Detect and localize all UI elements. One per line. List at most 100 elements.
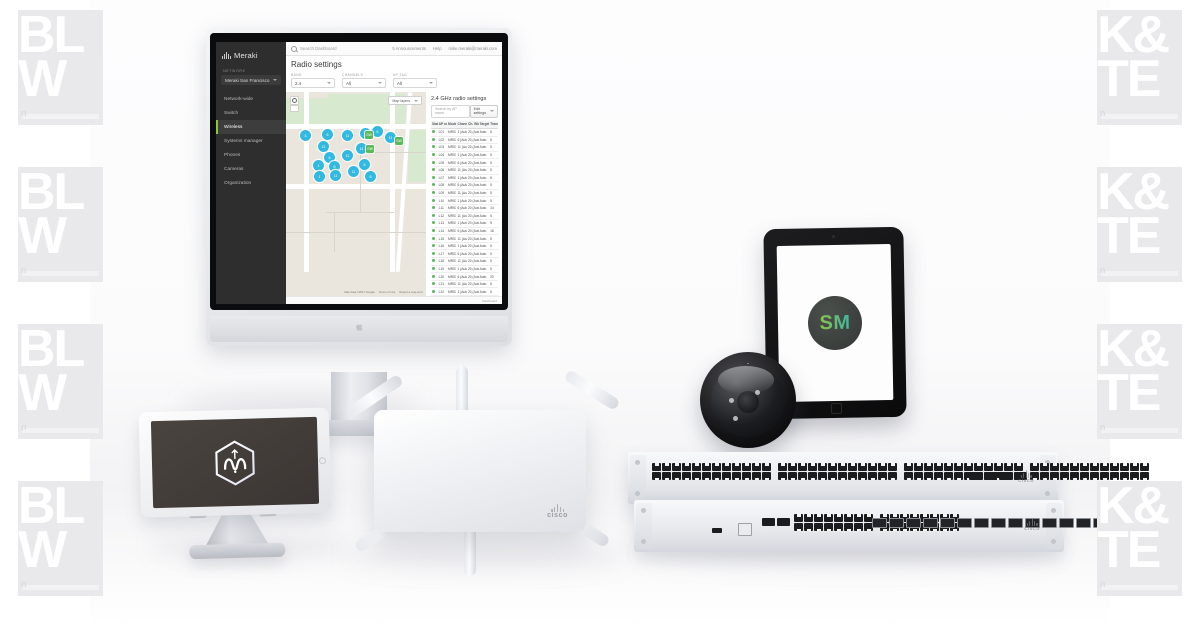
- account-menu[interactable]: mike.meraki@meraki.com: [448, 46, 497, 51]
- ap-name-link[interactable]: L22: [437, 287, 448, 297]
- sidebar-item-switch[interactable]: Switch: [224, 110, 239, 116]
- table-header-cell[interactable]: Target power (dBm): [478, 120, 490, 129]
- ap-name-link[interactable]: L17: [437, 249, 448, 259]
- map-ap-marker[interactable]: 6: [359, 159, 370, 171]
- target-power-cell[interactable]: Auto: [478, 181, 490, 190]
- ap-name-link[interactable]: L19: [437, 265, 448, 274]
- target-power-cell[interactable]: Auto: [478, 189, 490, 198]
- channel-cell[interactable]: 1 (Auto): [456, 174, 467, 183]
- channel-cell[interactable]: 1 (Auto): [456, 128, 467, 137]
- channel-cell[interactable]: 6 (Auto): [456, 272, 467, 281]
- ap-name-link[interactable]: L09: [437, 189, 448, 198]
- map-ap-marker[interactable]: 11: [348, 166, 359, 178]
- ap-name-link[interactable]: L07: [437, 174, 448, 183]
- table-header-cell[interactable]: Model: [447, 120, 457, 129]
- map-ap-marker[interactable]: 6: [365, 171, 376, 183]
- map-gateway-marker[interactable]: GW: [395, 137, 403, 146]
- announcements-menu[interactable]: 5 Announcements: [392, 46, 426, 51]
- sidebar-item-cameras[interactable]: Cameras: [224, 166, 244, 172]
- ap-name-link[interactable]: L04: [437, 151, 448, 160]
- home-button[interactable]: [830, 402, 843, 415]
- map-ap-marker[interactable]: 6: [329, 161, 340, 173]
- sidebar-item-organization[interactable]: Organization: [224, 180, 252, 186]
- target-power-cell[interactable]: Auto: [478, 166, 490, 175]
- channel-cell[interactable]: 11 (Auto): [456, 257, 467, 266]
- map-ap-marker[interactable]: 11: [318, 141, 329, 153]
- map-ap-marker[interactable]: 11: [342, 130, 353, 142]
- ap-name-link[interactable]: L05: [437, 158, 448, 167]
- target-power-cell[interactable]: Auto: [478, 272, 490, 281]
- target-power-cell[interactable]: Auto: [478, 212, 490, 221]
- ap-name-link[interactable]: L13: [437, 219, 448, 228]
- map-ap-marker[interactable]: 1: [314, 171, 325, 183]
- target-power-cell[interactable]: Auto: [478, 227, 490, 236]
- ap-search-input[interactable]: Search by AP name: [431, 105, 470, 118]
- map-zoom-controls[interactable]: [290, 105, 299, 113]
- ap-name-link[interactable]: L16: [437, 242, 448, 251]
- channel-cell[interactable]: 11 (Auto): [456, 212, 467, 221]
- map-gateway-marker[interactable]: GW: [366, 145, 374, 154]
- edit-settings-button[interactable]: Edit settings: [469, 105, 498, 118]
- channel-cell[interactable]: 6 (Auto): [456, 136, 467, 145]
- target-power-cell[interactable]: Auto: [478, 196, 490, 205]
- ap-name-link[interactable]: L03: [437, 143, 448, 152]
- map-ap-marker[interactable]: 6: [324, 152, 335, 164]
- ap-name-link[interactable]: L02: [437, 136, 448, 145]
- ap-name-link[interactable]: L15: [437, 234, 448, 243]
- filter-select[interactable]: 2.4: [291, 78, 335, 89]
- map-ap-marker[interactable]: 11: [330, 170, 341, 182]
- channel-cell[interactable]: 1 (Auto): [456, 265, 467, 274]
- filter-select[interactable]: All: [342, 78, 386, 89]
- target-power-cell[interactable]: Auto: [478, 265, 490, 274]
- network-selector[interactable]: Meraki San Francisco: [221, 75, 281, 85]
- sidebar-item-wireless[interactable]: Wireless: [216, 120, 286, 134]
- target-power-cell[interactable]: Auto: [478, 136, 490, 145]
- ap-name-link[interactable]: L10: [437, 196, 448, 205]
- map-ap-marker[interactable]: 1: [313, 160, 324, 172]
- help-menu[interactable]: Help: [432, 46, 442, 51]
- map-ap-marker[interactable]: 6: [372, 126, 383, 138]
- channel-cell[interactable]: 11 (Auto): [456, 143, 467, 152]
- channel-cell[interactable]: 11 (Auto): [456, 280, 467, 289]
- channel-cell[interactable]: 6 (Auto): [456, 158, 467, 167]
- map-ap-marker[interactable]: 3: [300, 130, 311, 142]
- map-locate-button[interactable]: [290, 96, 299, 106]
- channel-cell[interactable]: 6 (Auto): [456, 204, 467, 213]
- map-ap-marker[interactable]: 11: [342, 150, 353, 162]
- target-power-cell[interactable]: Auto: [478, 287, 490, 297]
- table-header-cell[interactable]: AP name: [437, 120, 448, 129]
- target-power-cell[interactable]: Auto: [478, 174, 490, 183]
- map-ap-marker[interactable]: 11: [385, 132, 396, 144]
- filter-select[interactable]: All: [393, 78, 437, 89]
- ap-name-link[interactable]: L01: [437, 128, 448, 137]
- map-ap-marker[interactable]: 11: [356, 143, 367, 155]
- channel-cell[interactable]: 6 (Auto): [456, 227, 467, 236]
- channel-cell[interactable]: 1 (Auto): [456, 196, 467, 205]
- table-header-cell[interactable]: Channel: [456, 120, 467, 129]
- ap-name-link[interactable]: L08: [437, 181, 448, 190]
- table-header-cell[interactable]: Ch. Width (MHz): [466, 120, 479, 129]
- table-header-cell[interactable]: Status: [431, 120, 438, 129]
- ap-name-link[interactable]: L14: [437, 227, 448, 236]
- target-power-cell[interactable]: Auto: [478, 128, 490, 137]
- ap-name-link[interactable]: L11: [437, 204, 448, 213]
- sidebar-item-network-wide[interactable]: Network-wide: [224, 96, 254, 102]
- map-layers-button[interactable]: Map layers: [388, 96, 422, 106]
- search-dashboard-input[interactable]: Search Dashboard: [291, 45, 337, 52]
- channel-cell[interactable]: 11 (Auto): [456, 189, 467, 198]
- target-power-cell[interactable]: Auto: [478, 151, 490, 160]
- channel-cell[interactable]: 1 (Auto): [456, 287, 467, 297]
- sidebar-logo[interactable]: Meraki: [216, 47, 286, 68]
